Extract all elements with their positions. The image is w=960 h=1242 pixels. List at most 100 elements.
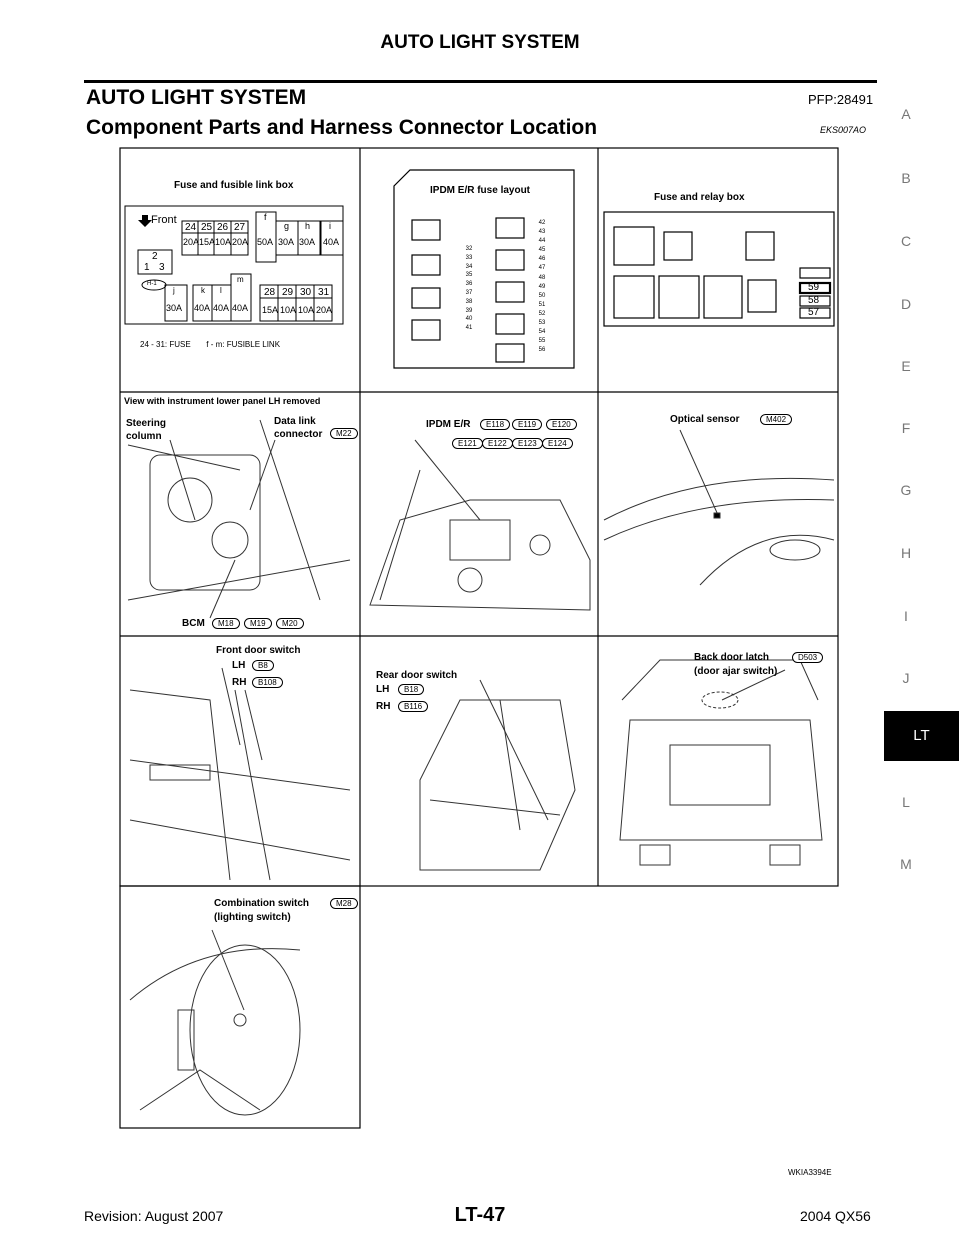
link-f: f xyxy=(264,212,267,222)
back-door-illustration xyxy=(619,659,823,866)
figure-code: WKIA3394E xyxy=(788,1168,832,1177)
section-title: AUTO LIGHT SYSTEM xyxy=(86,86,307,109)
fuse-25-amp: 15A xyxy=(199,237,216,247)
combination-switch-illustration xyxy=(129,929,301,1116)
link-k-amp: 40A xyxy=(194,303,211,313)
side-index-j[interactable]: J xyxy=(902,670,910,686)
back-door-latch-label: Back door latch xyxy=(694,652,770,663)
connector-h1: H-1 xyxy=(147,281,157,287)
link-l: l xyxy=(220,286,222,295)
ipdm-fuse-37: 37 xyxy=(465,289,473,296)
ipdm-title: IPDM E/R fuse layout xyxy=(430,185,531,196)
connector-b8: B8 xyxy=(252,660,274,671)
relay-box-title: Fuse and relay box xyxy=(654,192,745,203)
engine-bay-illustration xyxy=(369,439,591,611)
side-index-lt-active[interactable]: LT xyxy=(884,711,959,761)
header-title: AUTO LIGHT SYSTEM xyxy=(380,32,580,53)
ipdm-fuse-55: 55 xyxy=(538,338,546,345)
side-index-i[interactable]: I xyxy=(904,608,908,624)
side-index-e[interactable]: E xyxy=(901,358,911,374)
steering-label-2: column xyxy=(126,431,162,442)
side-index-c[interactable]: C xyxy=(900,233,912,249)
fuse-28: 28 xyxy=(264,287,276,298)
fuse-26-amp: 10A xyxy=(215,237,232,247)
relay-57: 57 xyxy=(808,307,820,318)
component-code: EKS007AO xyxy=(820,125,867,135)
front-arrow-icon xyxy=(138,215,152,227)
link-j-amp: 30A xyxy=(166,303,183,313)
datalink-label-2: connector xyxy=(274,429,323,440)
ipdm-fuse-56: 56 xyxy=(538,347,546,354)
connector-m18: M18 xyxy=(212,618,240,629)
ipdm-fuse-diagram xyxy=(393,169,575,369)
fuse-27-amp: 20A xyxy=(232,237,249,247)
fuse-31-amp: 20A xyxy=(316,305,333,315)
ipdm-fuse-39: 39 xyxy=(465,307,473,314)
row2-caption: View with instrument lower panel LH remo… xyxy=(124,396,321,406)
connector-e124: E124 xyxy=(542,438,573,449)
front-door-illustration xyxy=(129,667,351,881)
side-index-b[interactable]: B xyxy=(901,170,911,186)
pfp-code: PFP:28491 xyxy=(808,92,874,107)
connector-m19: M19 xyxy=(244,618,272,629)
relay-3: 3 xyxy=(159,262,165,273)
connector-m402: M402 xyxy=(760,414,793,425)
ipdm-fuse-54: 54 xyxy=(538,329,546,336)
fuse-31: 31 xyxy=(318,287,330,298)
ipdm-fuse-35: 35 xyxy=(465,272,473,279)
connector-b108: B108 xyxy=(252,677,283,688)
ipdm-fuse-45: 45 xyxy=(538,247,546,254)
side-index-a[interactable]: A xyxy=(901,106,911,122)
link-h-amp: 30A xyxy=(299,237,316,247)
datalink-label-1: Data link xyxy=(274,416,316,427)
ipdm-fuse-44: 44 xyxy=(538,238,546,245)
side-index-g[interactable]: G xyxy=(900,482,912,498)
footer-revision: Revision: August 2007 xyxy=(84,1208,224,1224)
ipdm-fuse-53: 53 xyxy=(538,320,546,327)
fuse-link-box-diagram xyxy=(124,205,344,325)
connector-d503: D503 xyxy=(792,652,824,663)
ipdm-right-fuses: 42 43 44 45 46 47 48 49 50 51 52 53 54 5… xyxy=(535,219,549,355)
side-index-l[interactable]: L xyxy=(902,794,910,810)
side-index-f[interactable]: F xyxy=(901,420,911,436)
ipdm-fuse-43: 43 xyxy=(538,229,546,236)
link-k: k xyxy=(201,286,205,295)
ipdm-fuse-34: 34 xyxy=(465,263,473,270)
connector-e121: E121 xyxy=(452,438,483,449)
side-index-h[interactable]: H xyxy=(900,545,912,561)
fuse-30: 30 xyxy=(300,287,312,298)
fuse-24-amp: 20A xyxy=(183,237,200,247)
fuse-29: 29 xyxy=(282,287,294,298)
combination-switch-sub: (lighting switch) xyxy=(214,912,291,923)
ipdm-fuse-33: 33 xyxy=(465,254,473,261)
link-l-amp: 40A xyxy=(213,303,230,313)
fuse-29-amp: 10A xyxy=(280,305,297,315)
ipdm-fuse-49: 49 xyxy=(538,283,546,290)
steering-label-1: Steering xyxy=(126,418,167,429)
front-rh-label: RH xyxy=(232,677,247,688)
relay-1: 1 xyxy=(144,262,150,273)
ipdm-fuse-46: 46 xyxy=(538,256,546,263)
connector-e119: E119 xyxy=(512,419,543,430)
connector-e122: E122 xyxy=(482,438,513,449)
link-f-amp: 50A xyxy=(257,237,274,247)
fuse-24: 24 xyxy=(185,222,197,233)
side-index-m[interactable]: M xyxy=(900,856,912,872)
relay-2: 2 xyxy=(152,251,158,262)
figure-grid xyxy=(119,147,839,1129)
ipdm-fuse-50: 50 xyxy=(538,292,546,299)
ipdm-fuse-51: 51 xyxy=(538,301,546,308)
ipdm-fuse-42: 42 xyxy=(538,220,546,226)
side-index-d[interactable]: D xyxy=(900,296,912,312)
link-h: h xyxy=(305,221,311,231)
rear-lh-label: LH xyxy=(376,684,390,695)
ipdm-fuse-36: 36 xyxy=(465,281,473,288)
relay-box-diagram xyxy=(603,211,835,327)
combination-switch-label: Combination switch xyxy=(214,898,309,909)
front-lh-label: LH xyxy=(232,660,246,671)
fuse-box-title: Fuse and fusible link box xyxy=(174,180,294,191)
link-m: m xyxy=(237,275,244,284)
connector-e120: E120 xyxy=(546,419,577,430)
connector-m20: M20 xyxy=(276,618,304,629)
